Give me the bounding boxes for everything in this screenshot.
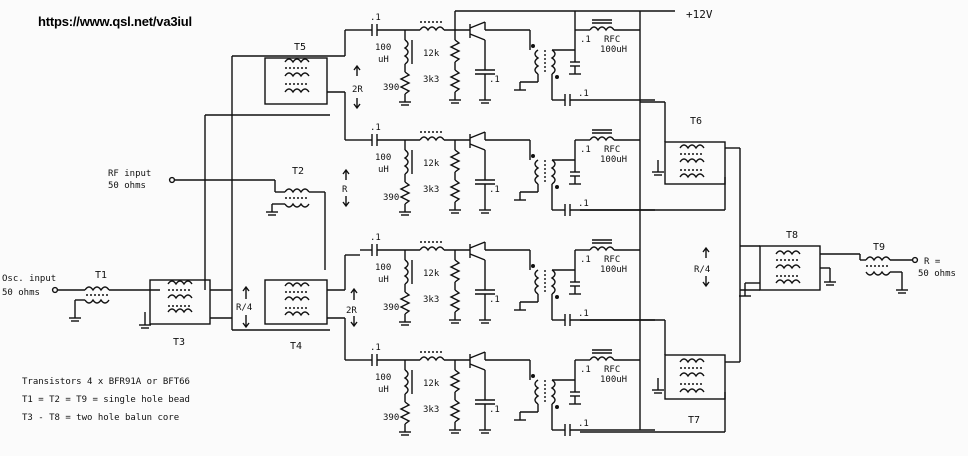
osc-input-label: Osc. input — [2, 274, 56, 284]
osc-input-impedance: 50 ohms — [2, 288, 40, 298]
supply-cap-label: .1 — [580, 35, 591, 45]
resistor-12k-label: 12k — [423, 159, 440, 169]
transformer-t6: T6 — [580, 101, 741, 290]
svg-text:T3: T3 — [173, 337, 185, 348]
transformer-t3: T3 — [139, 279, 232, 348]
rfc-value: 100uH — [600, 155, 627, 165]
svg-text:T7: T7 — [688, 415, 700, 426]
resistor-12k-label: 12k — [423, 49, 440, 59]
transformer-t1: T1 — [69, 270, 160, 322]
note-transistors: Transistors 4 x BFR91A or BFT66 — [22, 377, 190, 387]
svg-text:T8: T8 — [786, 230, 798, 241]
rfc-value: 100uH — [600, 45, 627, 55]
rfc-value: 100uH — [600, 375, 627, 385]
impedance-2r-bottom: 2R — [346, 306, 357, 316]
input-network: RF input 50 ohms Osc. input 50 ohms T1 — [2, 29, 363, 361]
resistor-390-label: 390 — [383, 303, 399, 313]
output-terminal[interactable] — [911, 256, 919, 264]
transformer-t4: T4 — [231, 254, 360, 361]
input-cap-label: .1 — [370, 123, 381, 133]
resistor-390-label: 390 — [383, 83, 399, 93]
rfc-label: RFC — [604, 255, 620, 265]
bypass-cap-label: .1 — [489, 75, 500, 85]
supply-cap-label: .1 — [580, 145, 591, 155]
bypass-cap-label: .1 — [489, 185, 500, 195]
svg-text:T4: T4 — [290, 341, 302, 352]
resistor-390-label: 390 — [383, 193, 399, 203]
impedance-r: R — [342, 185, 348, 195]
svg-text:T9: T9 — [873, 242, 885, 253]
resistor-390-label: 390 — [383, 413, 399, 423]
choke-unit: uH — [378, 55, 389, 65]
resistor-3k3-label: 3k3 — [423, 185, 439, 195]
bypass-cap-label: .1 — [489, 405, 500, 415]
rfc-label: RFC — [604, 35, 620, 45]
output-cap-label: .1 — [578, 199, 589, 209]
resistor-12k-label: 12k — [423, 379, 440, 389]
source-url[interactable]: https://www.qsl.net/va3iul — [38, 14, 192, 29]
supply-label: +12V — [686, 8, 713, 21]
resistor-3k3-label: 3k3 — [423, 405, 439, 415]
transformer-t9: T9 — [859, 242, 912, 294]
rfc-label: RFC — [604, 365, 620, 375]
output-network: T6 T7 — [580, 101, 956, 433]
supply-cap-label: .1 — [580, 365, 591, 375]
resistor-3k3-label: 3k3 — [423, 295, 439, 305]
transformer-t2: T2 — [266, 166, 326, 270]
note-two-hole: T3 - T8 = two hole balun core — [22, 413, 179, 423]
choke-unit: uH — [378, 275, 389, 285]
choke-value: 100 — [375, 153, 391, 163]
impedance-r4-right: R/4 — [694, 265, 710, 275]
note-single-hole: T1 = T2 = T9 = single hole bead — [22, 395, 190, 405]
input-cap-label: .1 — [370, 233, 381, 243]
output-label: R = — [924, 257, 941, 267]
output-cap-label: .1 — [578, 89, 589, 99]
rf-input-impedance: 50 ohms — [108, 181, 146, 191]
bypass-cap-label: .1 — [489, 295, 500, 305]
output-cap-label: .1 — [578, 309, 589, 319]
transformer-t8: T8 — [739, 230, 860, 297]
impedance-2r-top: 2R — [352, 85, 363, 95]
transformer-t7: T7 — [580, 290, 741, 433]
rf-input-terminal[interactable] — [168, 176, 176, 184]
choke-value: 100 — [375, 263, 391, 273]
output-cap-label: .1 — [578, 419, 589, 429]
notes-block: Transistors 4 x BFR91A or BFT66 T1 = T2 … — [22, 377, 190, 423]
choke-value: 100 — [375, 43, 391, 53]
transformer-t5: T5 — [204, 29, 360, 290]
rfc-label: RFC — [604, 145, 620, 155]
choke-value: 100 — [375, 373, 391, 383]
svg-text:T6: T6 — [690, 116, 702, 127]
choke-unit: uH — [378, 165, 389, 175]
choke-unit: uH — [378, 385, 389, 395]
rfc-value: 100uH — [600, 265, 627, 275]
svg-text:T5: T5 — [294, 42, 306, 53]
resistor-3k3-label: 3k3 — [423, 75, 439, 85]
svg-text:T2: T2 — [292, 166, 304, 177]
svg-text:T1: T1 — [95, 270, 107, 281]
output-impedance: 50 ohms — [918, 269, 956, 279]
resistor-12k-label: 12k — [423, 269, 440, 279]
osc-input-terminal[interactable] — [51, 286, 59, 294]
input-cap-label: .1 — [370, 13, 381, 23]
impedance-r4-left: R/4 — [236, 303, 252, 313]
input-cap-label: .1 — [370, 343, 381, 353]
supply-cap-label: .1 — [580, 255, 591, 265]
rf-input-label: RF input — [108, 169, 151, 179]
